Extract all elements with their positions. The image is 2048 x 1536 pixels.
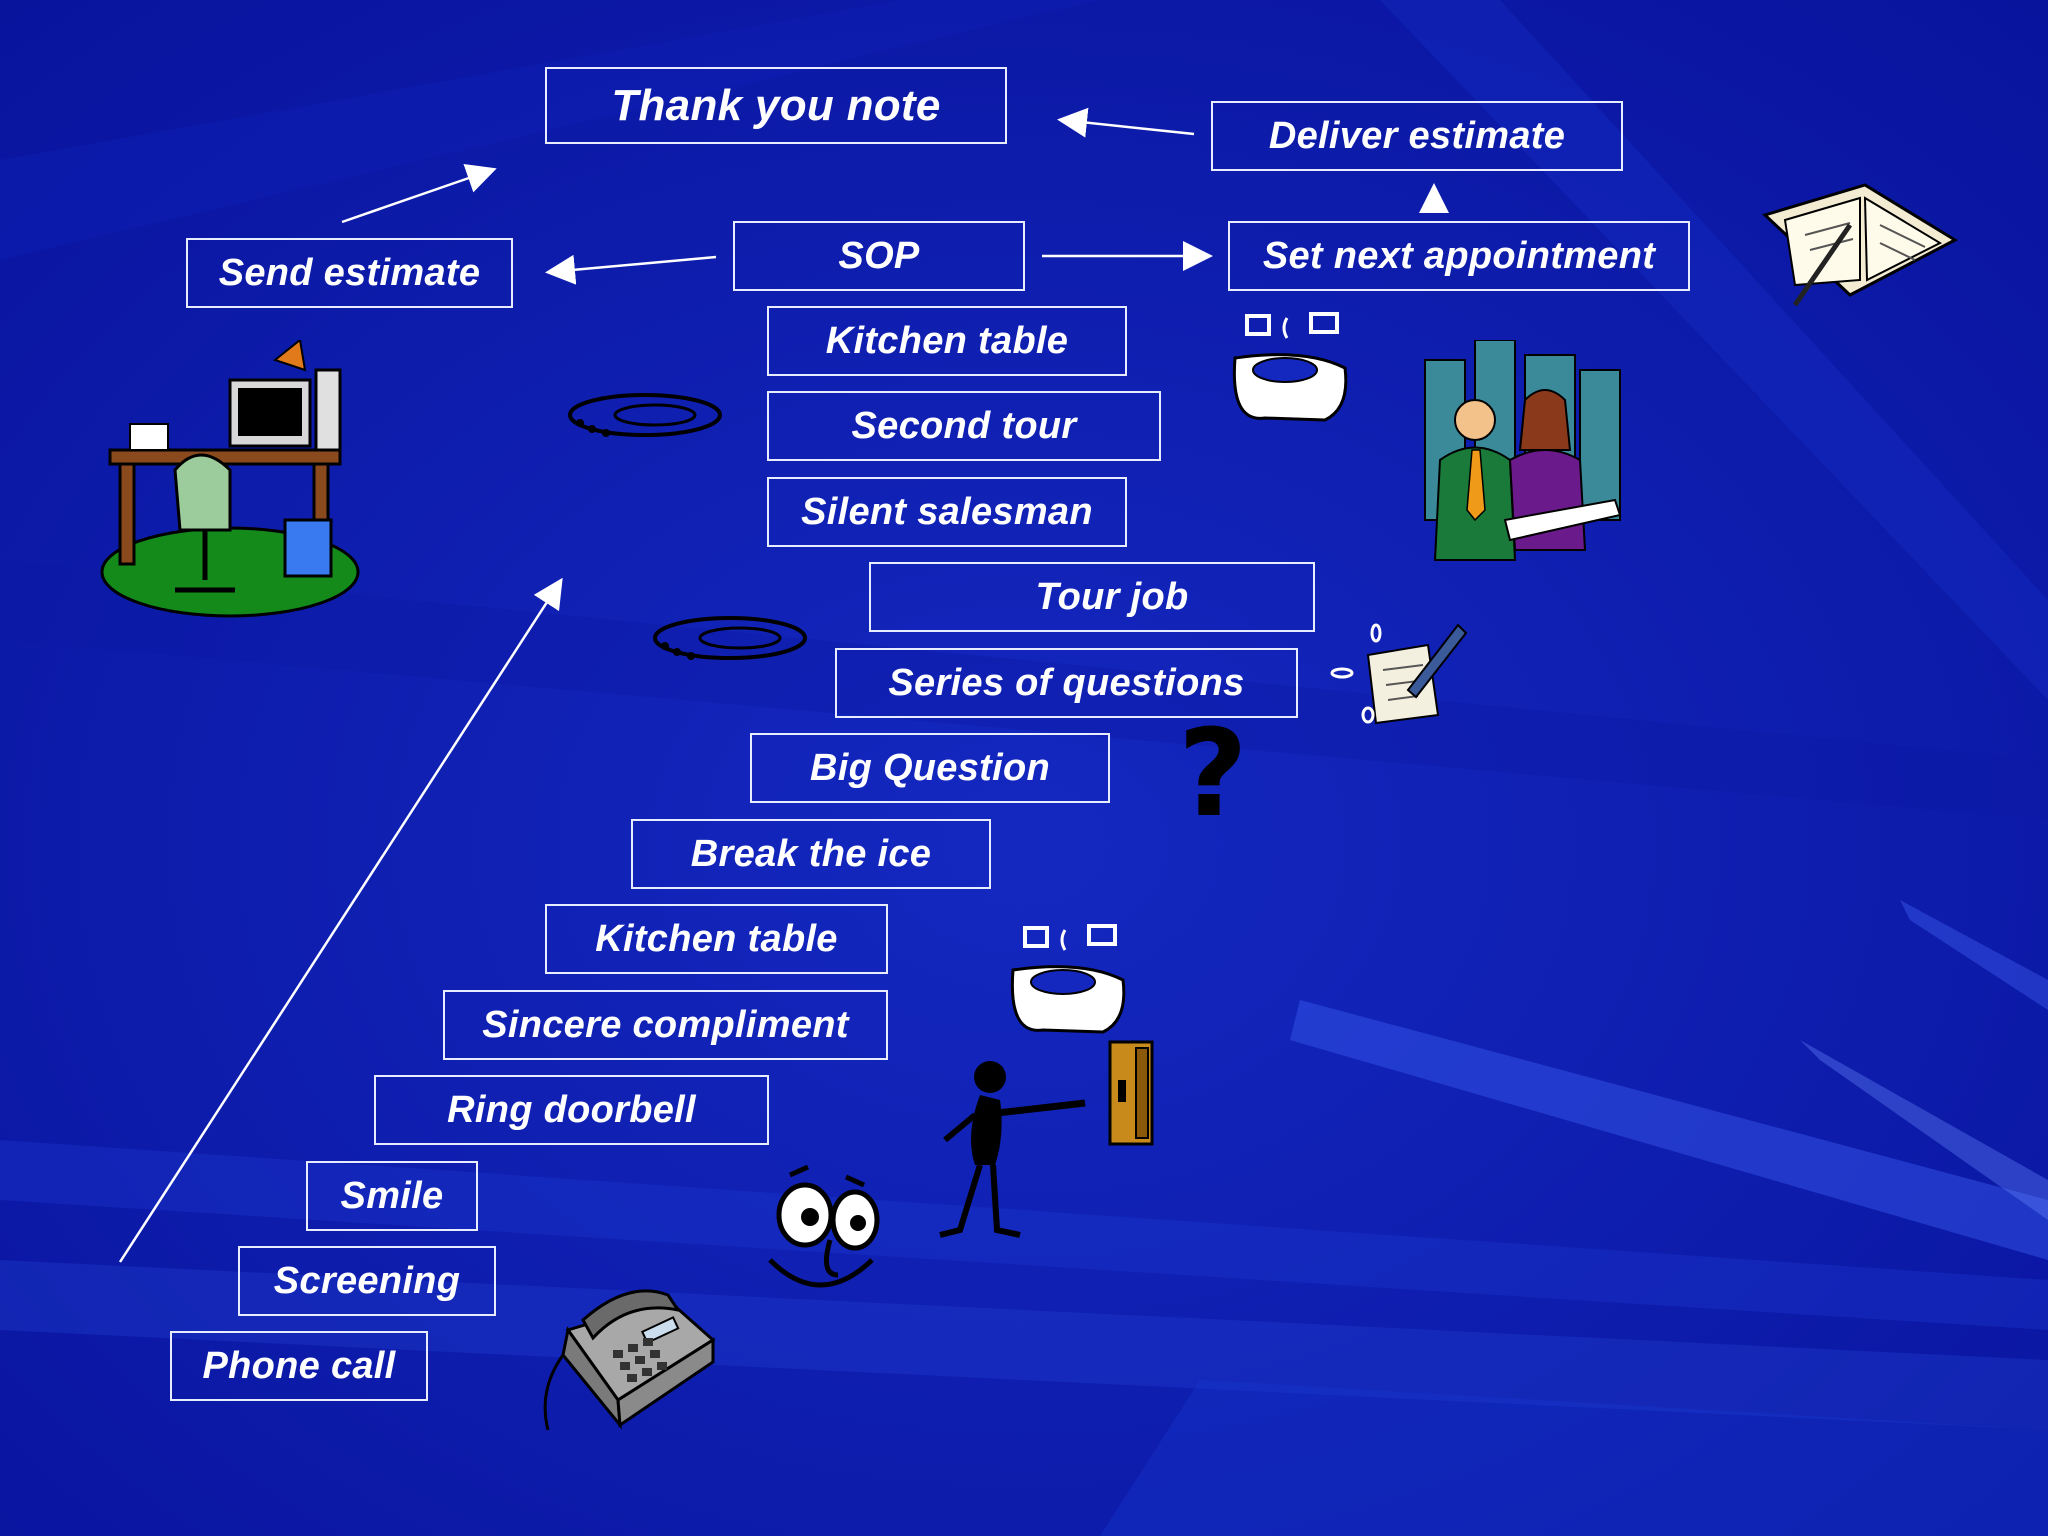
- person-pointing-icon: [939, 1061, 1086, 1238]
- business-people-icon: [1424, 340, 1622, 561]
- step-second-tour: Second tour: [767, 391, 1161, 461]
- desk-computer-icon: [100, 340, 360, 618]
- step-kitchen-table-lower: Kitchen table: [545, 904, 888, 974]
- step-ring-doorbell: Ring doorbell: [374, 1075, 769, 1145]
- handshake-swirl-icon-lower: [653, 616, 807, 660]
- step-silent-salesman: Silent salesman: [767, 477, 1127, 547]
- step-sincere-compliment: Sincere compliment: [443, 990, 888, 1060]
- door-icon: [1108, 1040, 1154, 1146]
- handshake-swirl-icon: [568, 393, 722, 437]
- step-send-estimate: Send estimate: [186, 238, 513, 308]
- planner-book-icon: [1762, 183, 1959, 307]
- clipboard-pen-icon: [1330, 623, 1468, 725]
- step-tour-job: Tour job: [869, 562, 1315, 632]
- step-big-question: Big Question: [750, 733, 1110, 803]
- step-screening: Screening: [238, 1246, 496, 1316]
- telephone-icon: [543, 1289, 716, 1431]
- question-mark-icon: ?: [1178, 705, 1248, 844]
- step-deliver-estimate: Deliver estimate: [1211, 101, 1623, 171]
- step-kitchen-table-upper: Kitchen table: [767, 306, 1127, 376]
- smiling-face-icon: [768, 1164, 880, 1288]
- step-set-next-appointment: Set next appointment: [1228, 221, 1690, 291]
- step-smile: Smile: [306, 1161, 478, 1231]
- step-thank-you-note: Thank you note: [545, 67, 1007, 144]
- step-series-of-questions: Series of questions: [835, 648, 1298, 718]
- dining-table-icon: [1232, 312, 1348, 422]
- step-phone-call: Phone call: [170, 1331, 428, 1401]
- step-sop: SOP: [733, 221, 1025, 291]
- step-break-the-ice: Break the ice: [631, 819, 991, 889]
- dining-table-icon-lower: [1010, 924, 1126, 1034]
